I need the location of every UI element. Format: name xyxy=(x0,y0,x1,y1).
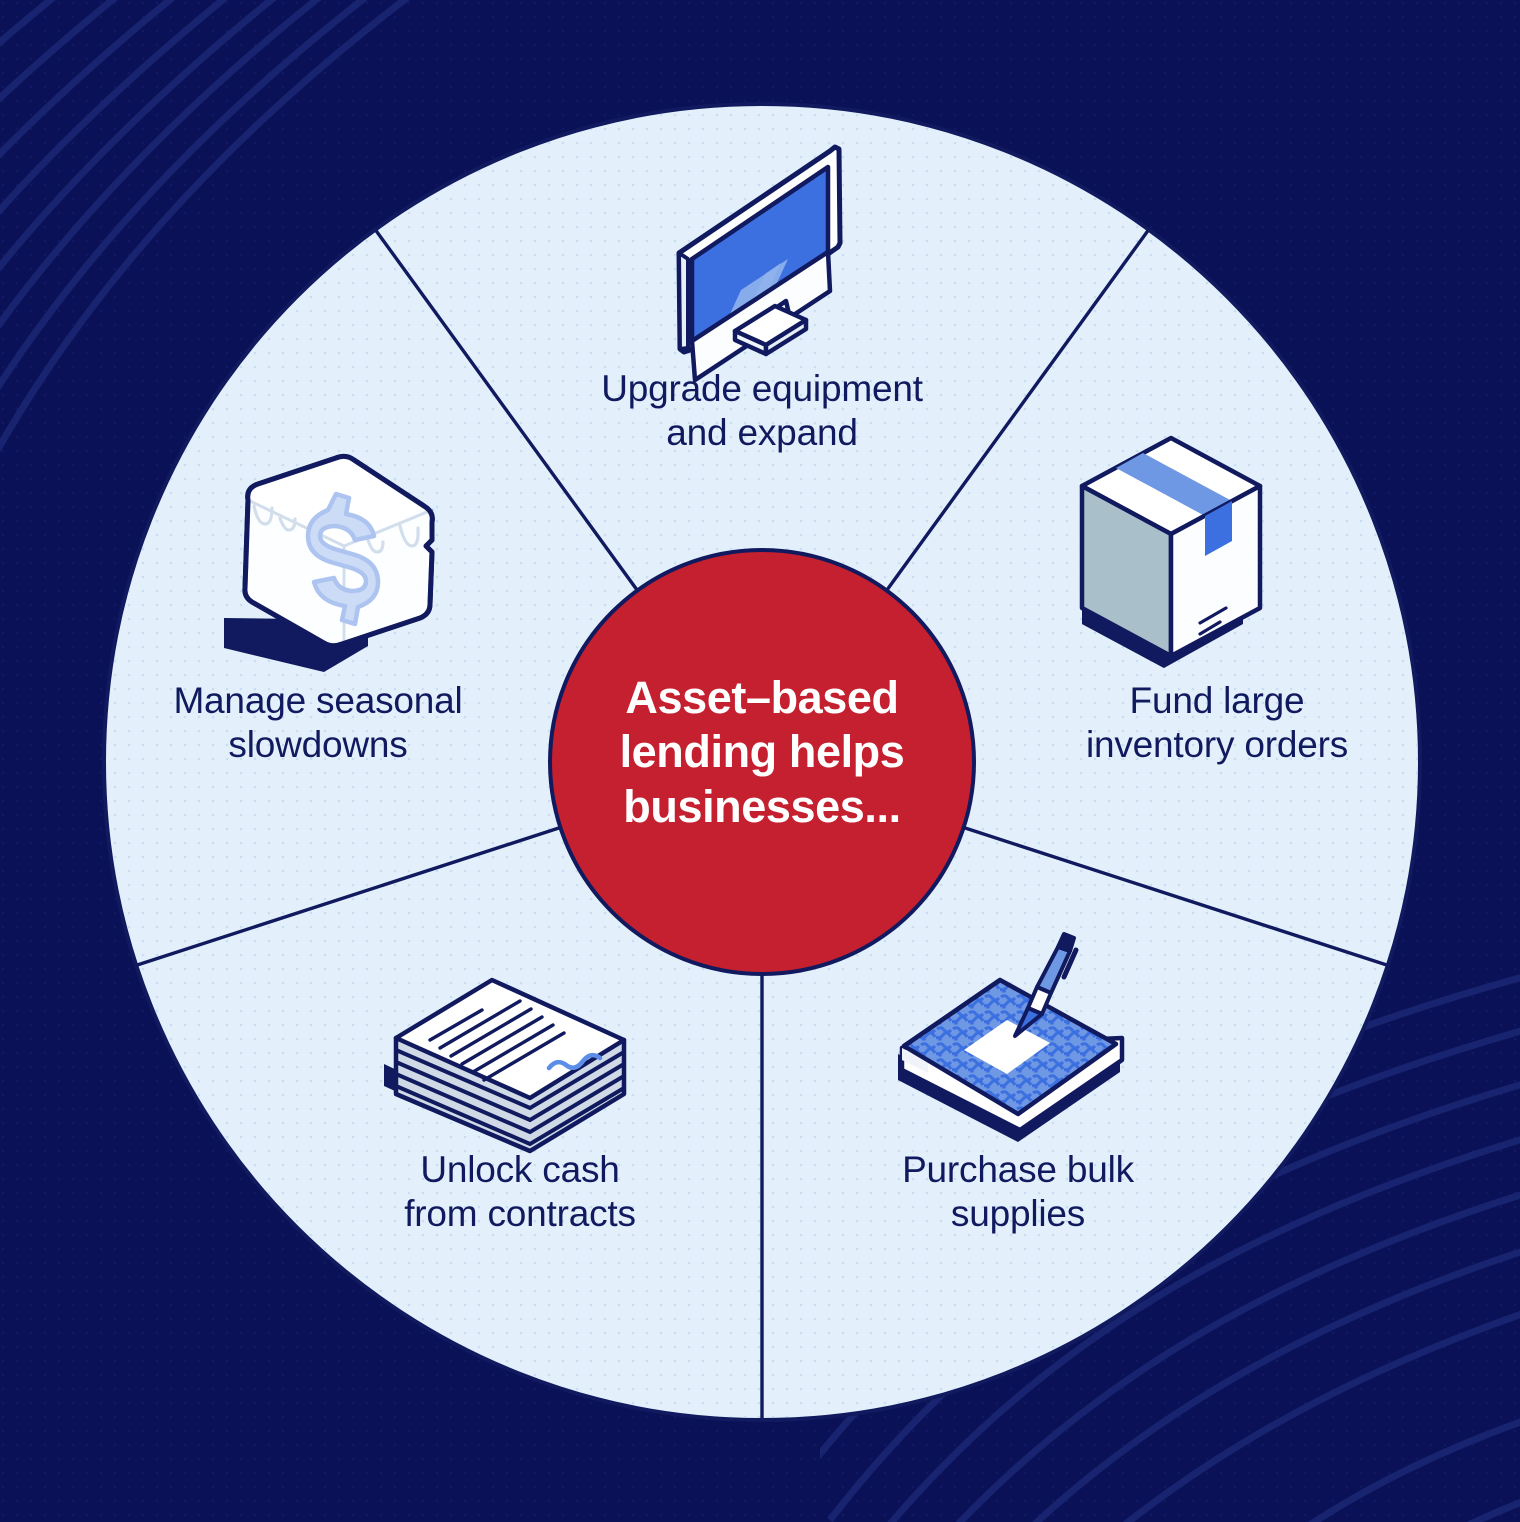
divider-upper-left xyxy=(374,229,640,593)
corner-arcs-top-left xyxy=(0,0,410,453)
center-circle xyxy=(548,548,976,976)
segment-dividers xyxy=(136,229,1388,1420)
divider-lower-left xyxy=(136,825,563,967)
pen-icon xyxy=(1013,932,1079,1038)
segment-label-fund-inventory: Fund large inventory orders xyxy=(1085,680,1349,766)
center-headline: Asset–based lending helps businesses... xyxy=(619,672,905,832)
frozen-dollar-cube-icon xyxy=(224,453,435,672)
segment-label-manage-seasonal: Manage seasonal slowdowns xyxy=(173,680,463,766)
segment-label-upgrade-equipment: Upgrade equipment and expand xyxy=(601,368,923,454)
monitor-icon xyxy=(676,144,843,383)
divider-upper-right xyxy=(884,229,1150,593)
segment-label-purchase-bulk: Purchase bulk supplies xyxy=(902,1149,1134,1235)
notebook-pen-icon xyxy=(898,932,1125,1142)
contract-stack-icon xyxy=(384,977,627,1154)
divider-lower-right xyxy=(961,825,1388,967)
shipping-box-icon xyxy=(1079,435,1263,668)
segment-label-unlock-cash: Unlock cash from contracts xyxy=(404,1149,636,1235)
